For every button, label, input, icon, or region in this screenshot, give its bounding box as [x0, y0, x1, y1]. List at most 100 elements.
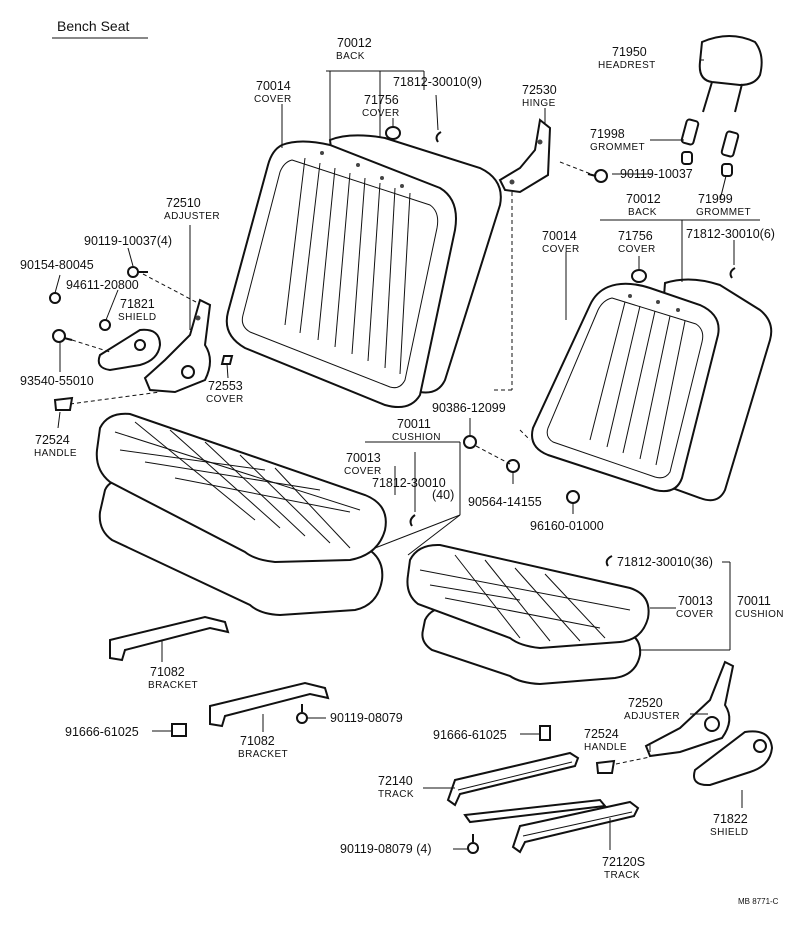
bolt-90119-08079-4 — [467, 834, 479, 854]
nm-71756-b: COVER — [618, 244, 656, 255]
nm-70011-a: CUSHION — [392, 432, 441, 443]
handle-72524-left — [53, 396, 74, 411]
nm-71756-a: COVER — [362, 108, 400, 119]
bolt-90119-10037-4 — [127, 266, 148, 278]
assembly-dashes — [69, 161, 651, 765]
nm-72140: TRACK — [378, 789, 414, 800]
pn-72140: 72140 — [378, 774, 413, 788]
pn-71950: 71950 — [612, 45, 647, 59]
pn-70013-b: 70013 — [678, 594, 713, 608]
pn-70014-a: 70014 — [256, 79, 291, 93]
bolt-91666-right — [539, 725, 551, 741]
nm-72520: ADJUSTER — [624, 711, 680, 722]
callouts: 70012 BACK 70014 COVER 71756 COVER 71812… — [20, 36, 784, 906]
pn-90386: 90386-12099 — [432, 401, 506, 415]
pn-71998: 71998 — [590, 127, 625, 141]
pn-91666-a: 91666-61025 — [65, 725, 139, 739]
nm-72524-b: HANDLE — [584, 742, 627, 753]
nm-71821: SHIELD — [118, 312, 157, 323]
headrest — [698, 35, 763, 113]
adjuster-72510 — [143, 298, 212, 394]
pn-71812-d: 71812-30010(36) — [617, 555, 713, 569]
handle-72524-right — [595, 759, 616, 774]
bolt-93540-55010 — [52, 329, 73, 343]
nm-70014-a: COVER — [254, 94, 292, 105]
bracket-71082-lower — [209, 681, 330, 728]
pn-90564: 90564-14155 — [468, 495, 542, 509]
nm-72120: TRACK — [604, 870, 640, 881]
nm-71998: GROMMET — [590, 142, 645, 153]
pn-70011-b: 70011 — [737, 594, 771, 608]
clip-71812-36 — [605, 555, 613, 567]
bolt-90119-08079 — [296, 704, 308, 724]
pn-71821: 71821 — [120, 297, 155, 311]
pn-71756-a: 71756 — [364, 93, 399, 107]
pn-72120: 72120S — [602, 855, 645, 869]
clip-71812-cushion — [409, 514, 416, 527]
pn-96160: 96160-01000 — [530, 519, 604, 533]
nm-72530: HINGE — [522, 98, 556, 109]
pn-72510: 72510 — [166, 196, 201, 210]
pn-71082-b: 71082 — [240, 734, 275, 748]
pn-71082-a: 71082 — [150, 665, 185, 679]
nut-90564-14155 — [506, 459, 520, 473]
nm-71812-c: (40) — [432, 488, 454, 502]
right-seat-back — [531, 278, 773, 502]
nm-70012-b: BACK — [628, 207, 657, 218]
nm-70013-a: COVER — [344, 466, 382, 477]
pn-90119-c: 90119-08079 — [330, 711, 403, 725]
pn-90119-b: 90119-10037(4) — [84, 234, 172, 248]
bolt-90386-12099 — [463, 435, 477, 449]
shield-71821 — [97, 328, 162, 372]
pn-70012-b: 70012 — [626, 192, 661, 206]
leader-lines — [54, 59, 760, 850]
pn-70011-a: 70011 — [397, 417, 431, 431]
pn-71822: 71822 — [713, 812, 748, 826]
bolt-91666-left — [171, 723, 187, 737]
pn-70014-b: 70014 — [542, 229, 577, 243]
diagram-title: Bench Seat — [57, 18, 129, 34]
pn-71756-b: 71756 — [618, 229, 653, 243]
nm-72553: COVER — [206, 394, 244, 405]
pn-71999: 71999 — [698, 192, 733, 206]
hinge — [498, 118, 552, 194]
track-72120s — [511, 800, 640, 854]
nm-70011-b: CUSHION — [735, 609, 784, 620]
grommet-71998 — [680, 118, 700, 165]
nm-72524-a: HANDLE — [34, 448, 77, 459]
right-cushion — [406, 543, 650, 686]
nut-96160-01000 — [566, 490, 580, 504]
cover-71756-left — [385, 126, 401, 140]
track-72140 — [446, 751, 580, 807]
pn-72520: 72520 — [628, 696, 663, 710]
pn-72530: 72530 — [522, 83, 557, 97]
pn-71812-b: 71812-30010(6) — [686, 227, 775, 241]
washer-94611-20800 — [99, 319, 111, 331]
bolt-90154-80045 — [49, 292, 61, 304]
nm-70013-b: COVER — [676, 609, 714, 620]
clip-71812-left — [435, 131, 442, 143]
nm-71999: GROMMET — [696, 207, 751, 218]
nm-72510: ADJUSTER — [164, 211, 220, 222]
pn-72524-b: 72524 — [584, 727, 619, 741]
pn-90154: 90154-80045 — [20, 258, 94, 272]
shield-71822 — [693, 730, 774, 787]
left-seat-back — [225, 134, 502, 408]
pn-72524-a: 72524 — [35, 433, 70, 447]
nm-71082-a: BRACKET — [148, 680, 198, 691]
pn-70012-a: 70012 — [337, 36, 372, 50]
nm-71082-b: BRACKET — [238, 749, 288, 760]
pn-71812-c: 71812-30010 — [372, 476, 446, 490]
track-connector — [463, 798, 607, 824]
left-bench-cushion — [95, 412, 387, 617]
adjuster-72520 — [644, 660, 735, 758]
nm-70012-a: BACK — [336, 51, 365, 62]
pn-71812-a: 71812-30010(9) — [393, 75, 482, 89]
cover-71756-right — [631, 269, 647, 283]
bolt-90119-10037 — [587, 169, 608, 183]
clip-71812-right — [729, 267, 736, 279]
grommet-71999 — [720, 130, 740, 177]
nm-70014-b: COVER — [542, 244, 580, 255]
